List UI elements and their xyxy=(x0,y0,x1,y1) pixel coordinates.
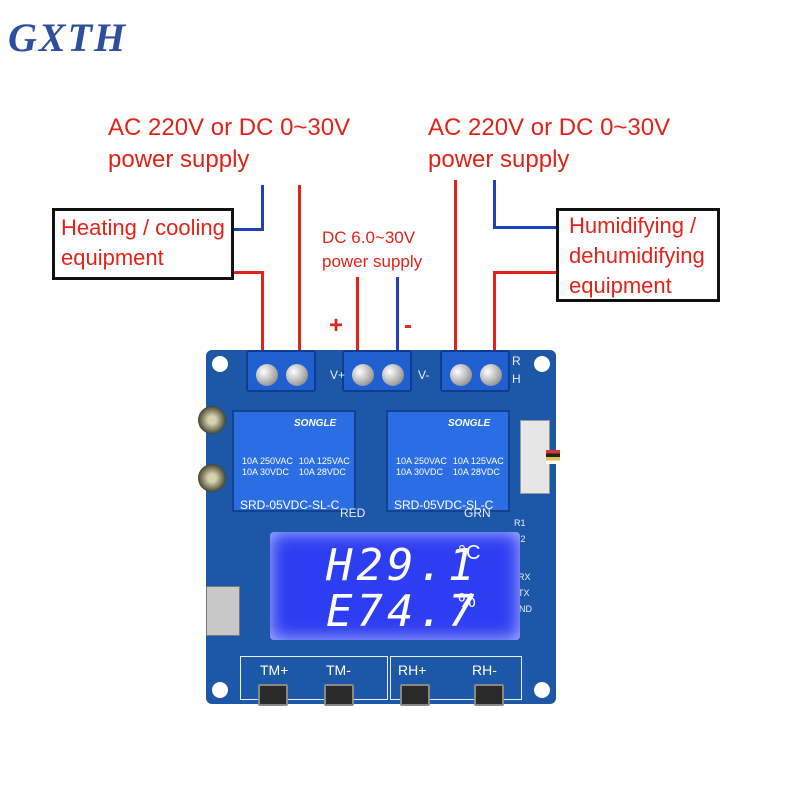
wire-center-red xyxy=(356,277,359,353)
wire-left-red-supply xyxy=(298,185,301,353)
temperature-unit: °C xyxy=(458,542,481,564)
left-supply-line1: AC 220V or DC 0~30V xyxy=(108,114,351,141)
btn-label-tm-minus: TM- xyxy=(326,662,351,678)
label-vplus: V+ xyxy=(330,368,346,382)
brand-logo: GXTH xyxy=(8,15,128,60)
minus-sign: - xyxy=(404,312,412,339)
humidity-readout: E74.7 xyxy=(326,586,479,637)
r1-label: R1 xyxy=(514,518,526,528)
rx-label: RX xyxy=(518,572,531,582)
lcd-display: H29.1 °C E74.7 % xyxy=(270,532,520,640)
right-supply-line1: AC 220V or DC 0~30V xyxy=(428,114,671,141)
wire-right-red-vertical xyxy=(493,271,496,353)
capacitor xyxy=(198,464,226,492)
relay-model: SRD-05VDC-SL-C xyxy=(394,498,494,512)
heating-cooling-box: Heating / cooling equipment xyxy=(52,208,234,280)
led-grn-label: GRN xyxy=(464,506,491,520)
screw-icon xyxy=(352,364,374,386)
mount-hole xyxy=(534,356,550,372)
wire-right-blue-horizontal xyxy=(493,226,556,229)
mount-hole xyxy=(534,682,550,698)
tx-label: TX xyxy=(518,588,530,598)
relay-brand: SONGLE xyxy=(294,418,337,429)
temp-button-group xyxy=(240,656,388,700)
rh-plus-button[interactable] xyxy=(400,684,430,706)
left-supply-line2: power supply xyxy=(108,146,250,173)
screw-icon xyxy=(286,364,308,386)
right-supply-line2: power supply xyxy=(428,146,570,173)
gnd-label: GND xyxy=(512,604,532,614)
label-vminus: V- xyxy=(418,368,430,382)
right-box-line2: dehumidifying xyxy=(569,243,705,268)
relay-brand: SONGLE xyxy=(448,418,491,429)
right-box-line1: Humidifying / xyxy=(569,213,697,238)
screw-icon xyxy=(480,364,502,386)
left-supply-label: AC 220V or DC 0~30V power supply xyxy=(108,112,350,176)
btn-label-tm-plus: TM+ xyxy=(260,662,289,678)
btn-label-rh-plus: RH+ xyxy=(398,662,427,678)
right-supply-label: AC 220V or DC 0~30V power supply xyxy=(428,112,670,176)
btn-label-rh-minus: RH- xyxy=(472,662,497,678)
right-box-line3: equipment xyxy=(569,273,672,298)
dc-supply-line2: power supply xyxy=(322,252,423,271)
wire-left-red-horizontal xyxy=(234,271,264,274)
screw-icon xyxy=(382,364,404,386)
screw-icon xyxy=(450,364,472,386)
tm-plus-button[interactable] xyxy=(258,684,288,706)
usb-port[interactable] xyxy=(206,586,240,636)
led-red-label: RED xyxy=(340,506,366,520)
label-h: H xyxy=(512,372,521,386)
left-box-line2: equipment xyxy=(61,245,164,270)
rh-minus-button[interactable] xyxy=(474,684,504,706)
wire-left-blue-vertical xyxy=(261,185,264,230)
wire-left-red-vertical xyxy=(261,271,264,353)
left-box-line1: Heating / cooling xyxy=(61,215,225,240)
temperature-readout: H29.1 xyxy=(326,540,479,591)
label-r: R xyxy=(512,354,521,368)
plus-sign: + xyxy=(329,312,344,339)
tm-minus-button[interactable] xyxy=(324,684,354,706)
wire-right-blue-vertical xyxy=(493,180,496,228)
screw-icon xyxy=(256,364,278,386)
wire-center-blue xyxy=(396,277,399,353)
left-terminal-block[interactable] xyxy=(246,350,316,392)
humidifying-box: Humidifying / dehumidifying equipment xyxy=(556,208,720,302)
wire-right-red-horizontal xyxy=(493,271,556,274)
relay-model: SRD-05VDC-SL-C xyxy=(240,498,340,512)
dc-supply-line1: DC 6.0~30V xyxy=(322,228,416,247)
power-terminal-block[interactable] xyxy=(342,350,412,392)
wire-left-blue-horizontal xyxy=(234,228,264,231)
capacitor xyxy=(198,406,226,434)
dc-supply-label: DC 6.0~30V power supply xyxy=(322,226,422,274)
humidity-button-group xyxy=(390,656,522,700)
sensor-cable xyxy=(546,450,560,464)
wire-right-red-supply xyxy=(454,180,457,353)
right-terminal-block[interactable] xyxy=(440,350,510,392)
mount-hole xyxy=(212,356,228,372)
mount-hole xyxy=(212,682,228,698)
humidity-unit: % xyxy=(458,590,476,612)
